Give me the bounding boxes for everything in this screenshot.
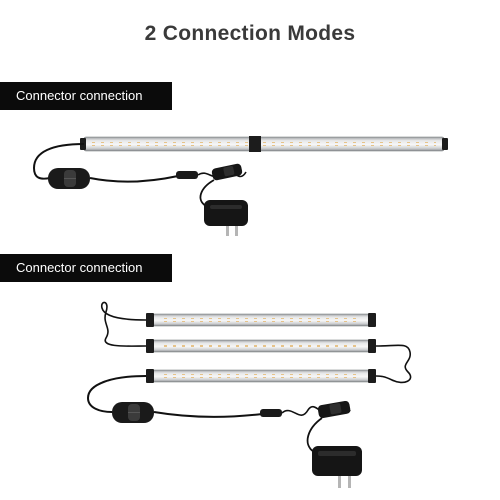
rocker-switch-icon	[211, 163, 243, 181]
page-title: 2 Connection Modes	[144, 22, 356, 45]
barrel-connector-icon	[260, 409, 282, 417]
cable	[32, 143, 85, 180]
cable	[199, 179, 215, 207]
cable	[86, 375, 147, 413]
mode-1-setup	[32, 136, 448, 236]
dimmer-icon	[48, 168, 90, 189]
bar-connector	[249, 136, 261, 152]
mode-2-setup	[86, 301, 412, 488]
mode-2-label: Connector connection	[0, 254, 172, 282]
dimmer-icon	[112, 402, 154, 423]
linking-cable-left	[100, 301, 147, 347]
light-bar-long	[80, 136, 448, 152]
barrel-connector-icon	[176, 171, 198, 179]
light-bar-3	[146, 369, 376, 383]
light-bar-1	[146, 313, 376, 327]
cable	[153, 411, 263, 418]
cable	[306, 417, 323, 453]
mode-1-label: Connector connection	[0, 82, 172, 110]
power-adapter-icon	[204, 200, 248, 236]
rocker-switch-icon	[317, 400, 351, 419]
end-cap-right	[442, 138, 448, 150]
power-adapter-icon	[312, 446, 362, 488]
light-bar-2	[146, 339, 376, 353]
cable	[89, 175, 179, 183]
linking-cable-right	[375, 344, 412, 384]
